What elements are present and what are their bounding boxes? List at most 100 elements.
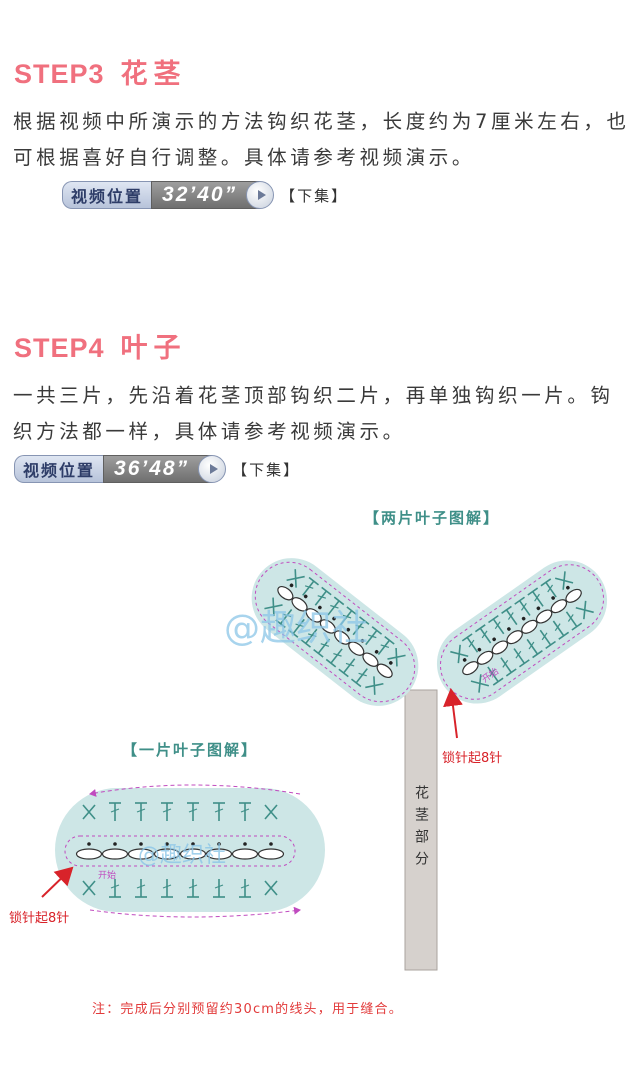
stitch-symbol (135, 802, 147, 821)
step4-label: STEP4 (14, 333, 105, 363)
slip-stitch-dot (289, 583, 294, 588)
start-label: 开始 (98, 869, 116, 881)
video-part: 【下集】 (280, 186, 349, 205)
chain-stitch (319, 619, 336, 634)
chain-stitch (506, 630, 523, 645)
chain-stitch (565, 588, 582, 603)
video-timestamp: 32’40” (151, 181, 261, 209)
stitch-symbol (474, 624, 492, 644)
slip-stitch-dot (389, 661, 393, 665)
single-leaf: 开始 (55, 784, 325, 918)
chain-stitch (362, 652, 379, 667)
stitch-symbol (575, 600, 594, 620)
stitch-symbol (377, 635, 395, 655)
stitch-symbol (552, 620, 570, 640)
slip-stitch-dot (243, 842, 247, 846)
step4-text: 一共三片，先沿着花茎顶部钩织二片，再单独钩织一片。钩织方法都一样，具体请参考视频… (13, 384, 614, 443)
stem (404, 689, 438, 971)
chain-stitch (305, 608, 322, 623)
stitch-symbol (554, 571, 574, 590)
chain-stitch (291, 597, 308, 612)
stitch-symbol (264, 880, 278, 896)
stitch-symbol (365, 676, 384, 695)
chain-stitch (75, 848, 103, 860)
stitch-symbol (213, 802, 225, 821)
chain-stitch (476, 650, 494, 665)
stitch-symbol (239, 802, 251, 821)
slip-stitch-dot (551, 596, 555, 600)
stitch-symbol (514, 596, 531, 616)
stitch-symbol (239, 879, 251, 898)
slip-stitch-dot (492, 637, 496, 642)
slip-stitch-dot (303, 594, 308, 599)
stitch-symbol (82, 804, 96, 820)
stitch-symbol (109, 802, 121, 821)
slip-stitch-dot (165, 842, 169, 846)
chain-stitch (348, 641, 365, 656)
slip-stitch-dot (566, 585, 570, 590)
stitch-symbol (264, 804, 278, 820)
watermark: @趣织社 (224, 608, 368, 649)
stitch-symbol (187, 802, 199, 821)
stitch-symbol (314, 586, 332, 606)
play-icon[interactable] (198, 455, 227, 483)
video-position-label: 视频位置 (62, 181, 152, 209)
play-icon[interactable] (246, 181, 275, 209)
slip-stitch-dot (217, 842, 221, 846)
chain-stitch (101, 848, 129, 860)
chain-stitch (535, 609, 553, 624)
stitch-symbol (450, 644, 469, 664)
video-position-label: 视频位置 (14, 455, 104, 483)
video-part: 【下集】 (232, 460, 301, 479)
stitch-symbol (109, 879, 121, 898)
stitch-symbol (213, 879, 225, 898)
chain-stitch (334, 630, 351, 645)
chain-stitch (277, 585, 294, 601)
step4-video-position[interactable]: 视频位置 36’48” 【下集】 (14, 454, 300, 484)
stitch-symbol (487, 666, 504, 686)
stitch-symbol (287, 618, 305, 638)
slip-stitch-dot (360, 638, 365, 643)
stitch-symbol (264, 597, 283, 617)
stitch-symbol (501, 605, 518, 626)
chain-stitch (127, 848, 155, 860)
two-leaf-title: 【两片叶子图解】 (364, 509, 500, 527)
stitch-symbol (327, 596, 345, 616)
stitch-symbol (461, 633, 479, 653)
chain-stitch (521, 619, 538, 634)
stitch-symbol (338, 658, 356, 678)
chain-stitch (153, 848, 181, 860)
step3-video-position[interactable]: 视频位置 32’40” 【下集】 (62, 180, 348, 210)
note: 注：完成后分别预留约30cm的线头，用于缝合。 (92, 1002, 403, 1017)
two-leaf-group: 开始 锁针起8针 (251, 558, 608, 766)
stitch-symbol (82, 880, 96, 896)
chain-label: 锁针起8针 (9, 910, 69, 926)
chain-stitch (205, 848, 233, 860)
stitch-symbol (339, 606, 357, 626)
chain-stitch (257, 848, 285, 860)
slip-stitch-dot (113, 842, 117, 846)
watermark: @趣织社 (138, 843, 226, 868)
slip-stitch-dot (536, 606, 541, 611)
chain-stitch (231, 848, 259, 860)
stitch-symbol (565, 611, 583, 631)
stitch-symbol (161, 802, 173, 821)
slip-stitch-dot (462, 658, 467, 662)
slip-stitch-dot (318, 605, 322, 610)
stitch-symbol (470, 674, 490, 693)
one-leaf-title: 【一片叶子图解】 (122, 741, 258, 759)
slip-stitch-dot (507, 627, 511, 631)
right-leaf: 开始 (436, 560, 608, 704)
stitch-symbol (286, 569, 305, 588)
slip-stitch-dot (521, 616, 526, 621)
slip-stitch-dot (374, 650, 379, 654)
chain-stitch (550, 599, 568, 614)
stitch-symbol (526, 638, 543, 659)
slip-stitch-dot (477, 647, 482, 652)
stitch-symbol (387, 647, 406, 667)
step3-label: STEP3 (14, 59, 105, 89)
chain-stitch (179, 848, 207, 860)
stitch-symbol (539, 629, 556, 650)
